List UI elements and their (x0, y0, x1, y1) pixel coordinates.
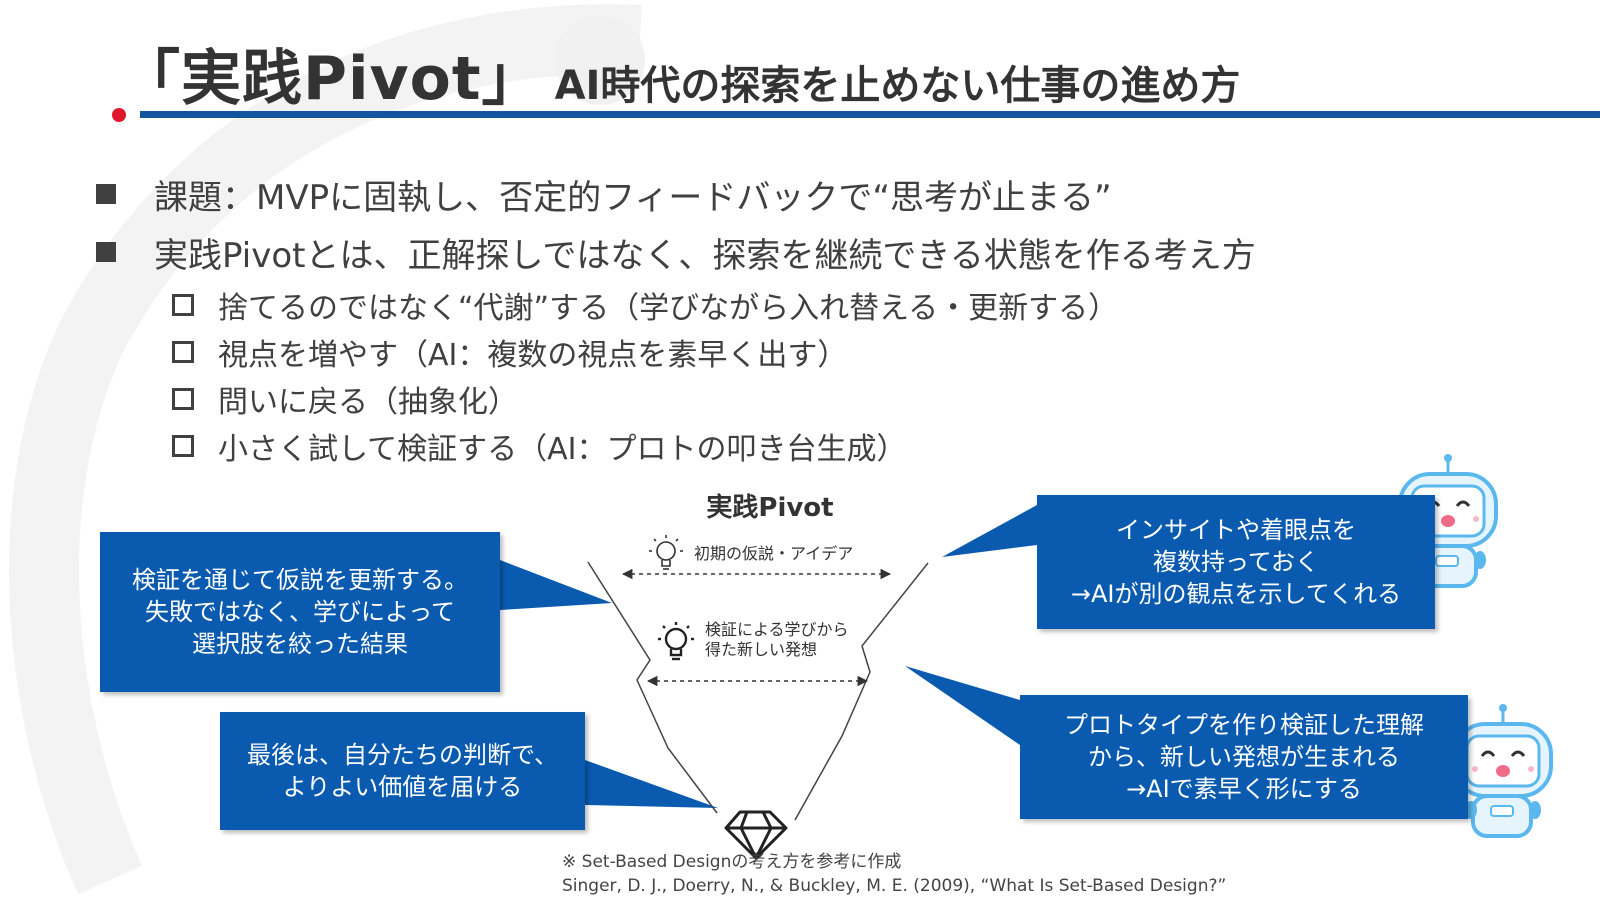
callout-line: インサイトや着眼点を (1116, 516, 1356, 544)
bullet-item: 実践Pivotとは、正解探しではなく、探索を継続できる状態を作る考え方 (90, 223, 1256, 281)
sub-bullet-item: 問いに戻る（抽象化） (172, 375, 1256, 422)
callout-pointer-right-bottom (905, 666, 1020, 745)
sub-bullet-item: 視点を増やす（AI：複数の視点を素早く出す） (172, 328, 1256, 375)
hollow-square-bullet-icon (172, 387, 194, 410)
page-title: 「実践Pivot」AI時代の探索を止めない仕事の進め方 (120, 30, 1240, 117)
callout-line: 最後は、自分たちの判断で、 (246, 741, 559, 769)
sub-bullet-text: 捨てるのではなく“代謝”する（学びながら入れ替える・更新する） (218, 290, 1119, 326)
sub-bullet-text: 問いに戻る（抽象化） (218, 384, 518, 420)
learning-label-line: 検証による学びから (705, 620, 849, 639)
funnel-left-line (587, 561, 718, 814)
hollow-square-bullet-icon (172, 293, 194, 316)
lightbulb-icon (658, 622, 694, 661)
callout-line: プロトタイプを作り検証した理解 (1064, 711, 1424, 739)
callout-pointer-right-top (942, 505, 1037, 557)
sub-bullet-item: 捨てるのではなく“代謝”する（学びながら入れ替える・更新する） (172, 281, 1256, 328)
bullet-text: 実践Pivotとは、正解探しではなく、探索を継続できる状態を作る考え方 (154, 235, 1256, 276)
callout-line: →AIが別の観点を示してくれる (1070, 580, 1402, 608)
callout-line: 選択肢を絞った結果 (192, 630, 408, 658)
diagram-title: 実践Pivot (706, 493, 834, 523)
callout-line: 複数持っておく (1152, 548, 1320, 576)
callout-line: 検証を通じて仮説を更新する。 (132, 566, 468, 594)
hollow-square-bullet-icon (172, 340, 194, 363)
bullet-item: 課題：MVPに固執し、否定的フィードバックで“思考が止まる” (90, 165, 1256, 223)
lightbulb-icon (649, 535, 683, 570)
title-underline (140, 111, 1600, 118)
sub-bullet-text: 小さく試して検証する（AI：プロトの叩き台生成） (218, 431, 907, 467)
callout-right-top: インサイトや着眼点を 複数持っておく →AIが別の観点を示してくれる (1037, 495, 1435, 629)
callout-pointer-left-top (500, 560, 612, 610)
robot-icon (1453, 704, 1553, 838)
callout-line: 失敗ではなく、学びによって (144, 598, 456, 626)
bullet-text: 課題：MVPに固執し、否定的フィードバックで“思考が止まる” (154, 177, 1112, 218)
callout-line: から、新しい発想が生まれる (1088, 743, 1400, 771)
reference-citation: Singer, D. J., Doerry, N., & Buckley, M.… (562, 876, 1227, 896)
sub-bullet-text: 視点を増やす（AI：複数の視点を素早く出す） (218, 337, 848, 373)
callout-right-bottom: プロトタイプを作り検証した理解 から、新しい発想が生まれる →AIで素早く形にす… (1020, 695, 1468, 819)
callout-line: →AIで素早く形にする (1126, 775, 1362, 803)
sub-bullet-item: 小さく試して検証する（AI：プロトの叩き台生成） (172, 422, 1256, 469)
reference-note-line: ※ Set-Based Designの考え方を参考に作成 (562, 852, 902, 872)
hollow-square-bullet-icon (172, 434, 194, 457)
title-main: 「実践Pivot」 (120, 44, 543, 114)
initial-hypothesis-label: 初期の仮説・アイデア (694, 544, 854, 563)
callout-left-top: 検証を通じて仮説を更新する。 失敗ではなく、学びによって 選択肢を絞った結果 (100, 532, 500, 692)
learning-label-line: 得た新しい発想 (705, 640, 818, 659)
learning-label: 検証による学びから 得た新しい発想 (705, 620, 849, 660)
callout-line: よりよい価値を届ける (282, 773, 523, 801)
callout-left-bottom: 最後は、自分たちの判断で、 よりよい価値を届ける (220, 712, 585, 830)
bullet-list: 課題：MVPに固執し、否定的フィードバックで“思考が止まる” 実践Pivotとは… (90, 165, 1256, 469)
title-accent-dot (112, 108, 126, 122)
square-bullet-icon (96, 184, 116, 204)
title-subtitle: AI時代の探索を止めない仕事の進め方 (554, 63, 1241, 109)
reference-note: ※ Set-Based Designの考え方を参考に作成 Singer, D. … (562, 850, 1226, 898)
funnel-right-line (794, 562, 929, 821)
callout-pointer-left-bottom (585, 760, 718, 808)
square-bullet-icon (96, 242, 116, 262)
diamond-icon (724, 810, 788, 860)
